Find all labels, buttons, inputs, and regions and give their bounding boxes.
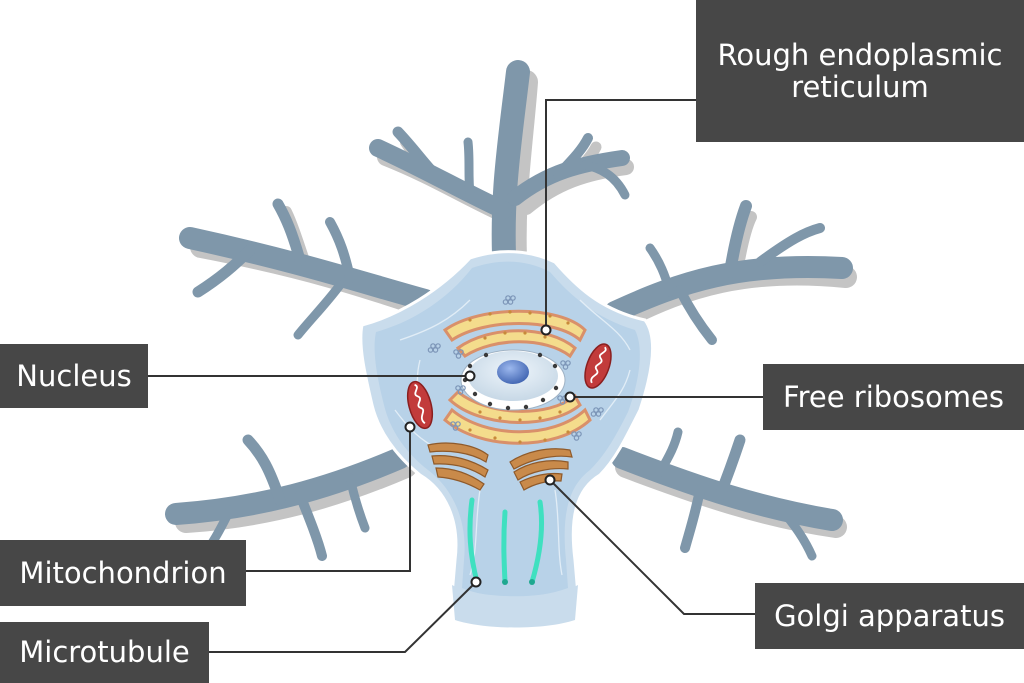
mitochondrion-right <box>584 343 612 389</box>
mitochondria <box>406 343 612 430</box>
label-microtubule: Microtubule <box>0 622 209 683</box>
leader-golgi <box>549 479 755 615</box>
dot-mitochondrion <box>404 421 416 433</box>
label-free-ribosomes: Free ribosomes <box>763 364 1024 430</box>
leader-lines <box>148 99 763 653</box>
mitochondrion-left <box>406 380 434 430</box>
dot-golgi <box>544 474 556 486</box>
golgi-apparatus <box>427 442 573 491</box>
dot-nucleus <box>464 370 476 382</box>
dot-rough-er <box>540 324 552 336</box>
microtubules <box>467 497 545 585</box>
label-nucleus: Nucleus <box>0 344 148 408</box>
axon-hillock <box>452 585 578 628</box>
leader-mitochondrion <box>246 427 411 572</box>
dendrites <box>165 60 853 565</box>
label-rough-er: Rough endoplasmic reticulum <box>696 0 1024 142</box>
leader-microtubule <box>209 581 477 653</box>
dot-free-ribosomes <box>564 391 576 403</box>
rough-er <box>442 309 592 445</box>
free-ribosomes <box>427 295 604 441</box>
leader-rough-er <box>545 99 696 330</box>
nucleus <box>460 349 566 411</box>
dot-microtubule <box>470 576 482 588</box>
leader-dots <box>404 324 576 588</box>
label-mitochondrion: Mitochondrion <box>0 540 246 606</box>
label-golgi: Golgi apparatus <box>755 583 1024 649</box>
